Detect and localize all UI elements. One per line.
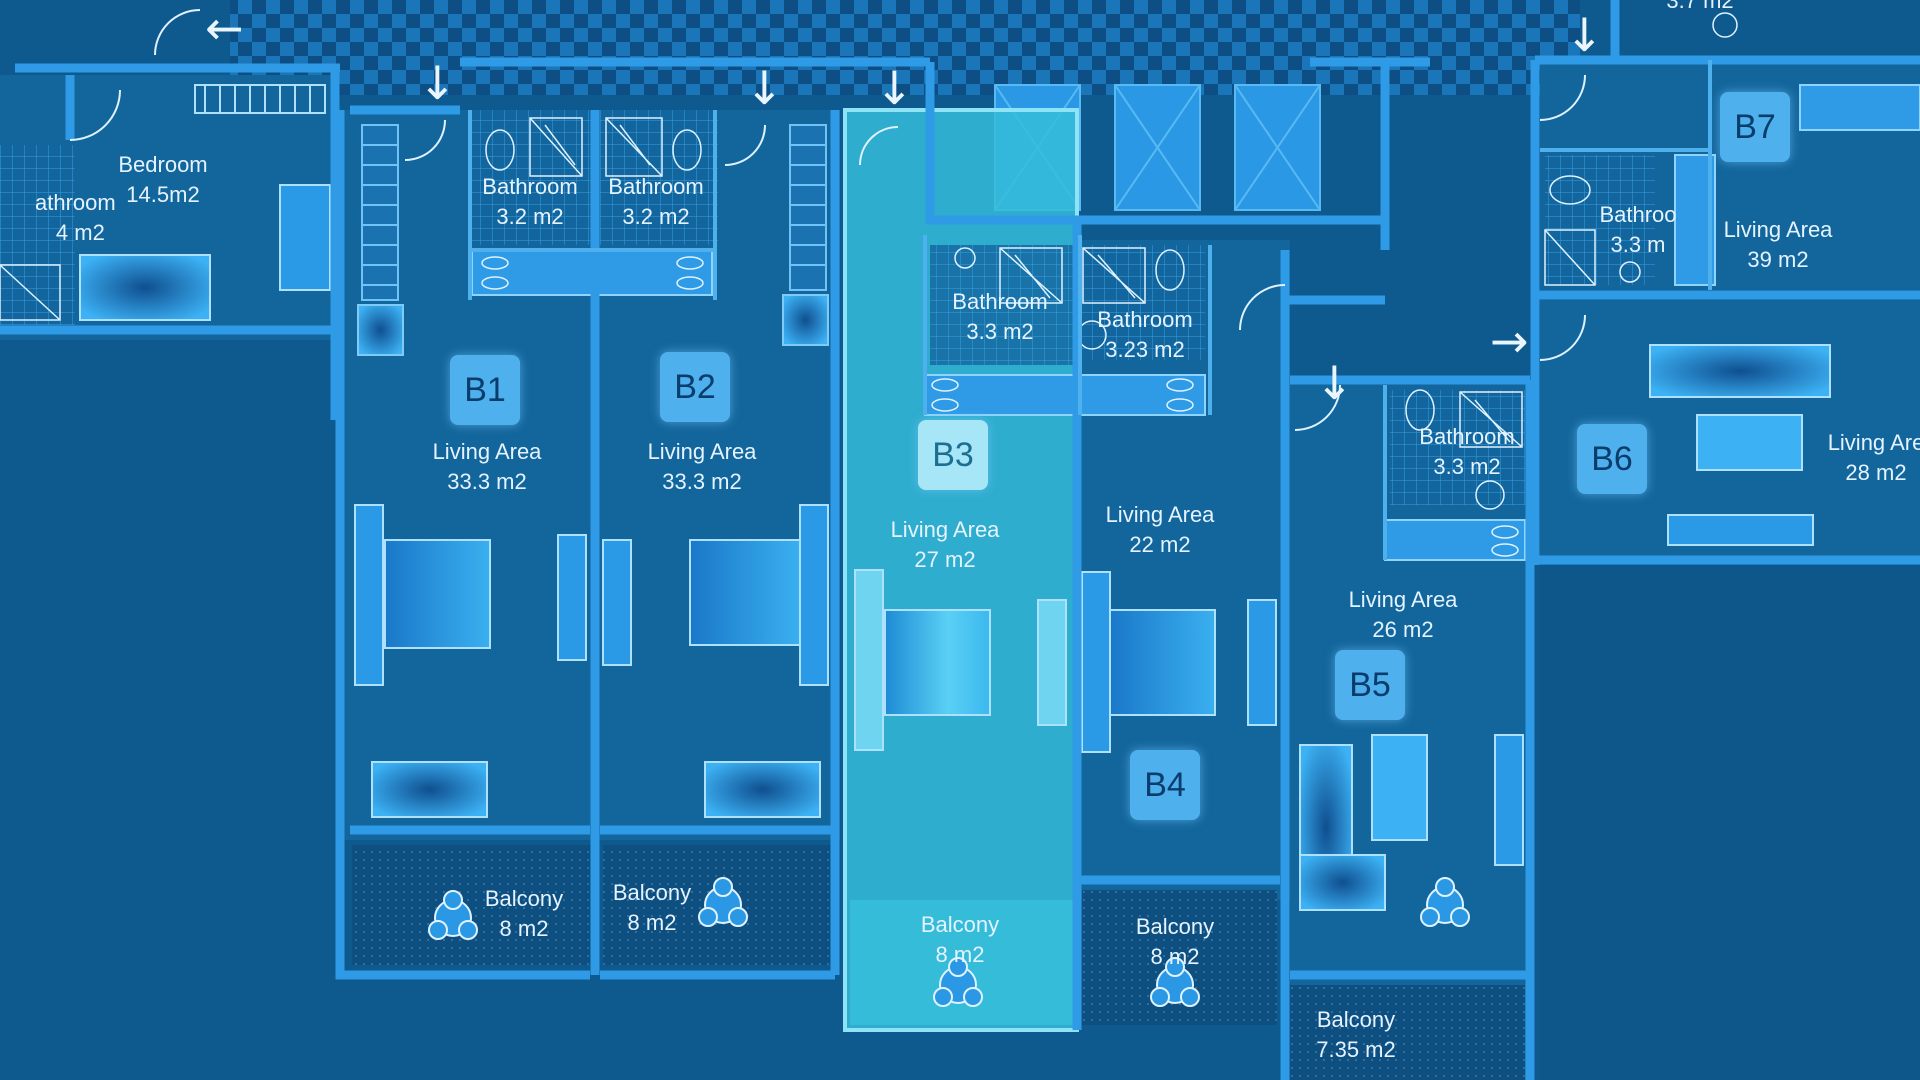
inner-walls xyxy=(468,60,1712,560)
unit-badge-b4[interactable]: B4 xyxy=(1130,750,1200,820)
unit-badge-b1[interactable]: B1 xyxy=(450,355,520,425)
bathroom-b3 xyxy=(930,245,1075,365)
sofas xyxy=(79,254,1831,911)
bathroom-b1 xyxy=(472,110,592,245)
balcony-chairs xyxy=(428,877,1470,1007)
entry-arrow-icon: ↓ xyxy=(1315,356,1354,410)
entry-arrow-icon: → xyxy=(1490,314,1529,368)
unit-badge-b2[interactable]: B2 xyxy=(660,352,730,422)
entry-arrow-icon: ← xyxy=(205,1,244,55)
fixtures xyxy=(485,12,1738,510)
door-swings xyxy=(69,9,1586,431)
entry-arrow-icon: ↓ xyxy=(745,61,784,115)
wardrobes xyxy=(557,534,1524,866)
bathroom-left xyxy=(0,145,75,325)
unit-badge-b6[interactable]: B6 xyxy=(1577,424,1647,494)
entry-arrow-icon: ↓ xyxy=(1565,8,1604,62)
unit-badge-b7[interactable]: B7 xyxy=(1720,92,1790,162)
room-label-partial-area: 3.7 m2 xyxy=(1666,0,1734,13)
stair-ladders xyxy=(361,124,827,301)
shower-trays xyxy=(0,117,1596,448)
unit-badge-b3[interactable]: B3 xyxy=(918,420,988,490)
entry-arrow-icon: ↓ xyxy=(875,61,914,115)
corridor xyxy=(230,0,1580,95)
beds xyxy=(354,504,1216,753)
entry-arrow-icon: ↓ xyxy=(418,56,457,110)
unit-badge-b5[interactable]: B5 xyxy=(1335,650,1405,720)
